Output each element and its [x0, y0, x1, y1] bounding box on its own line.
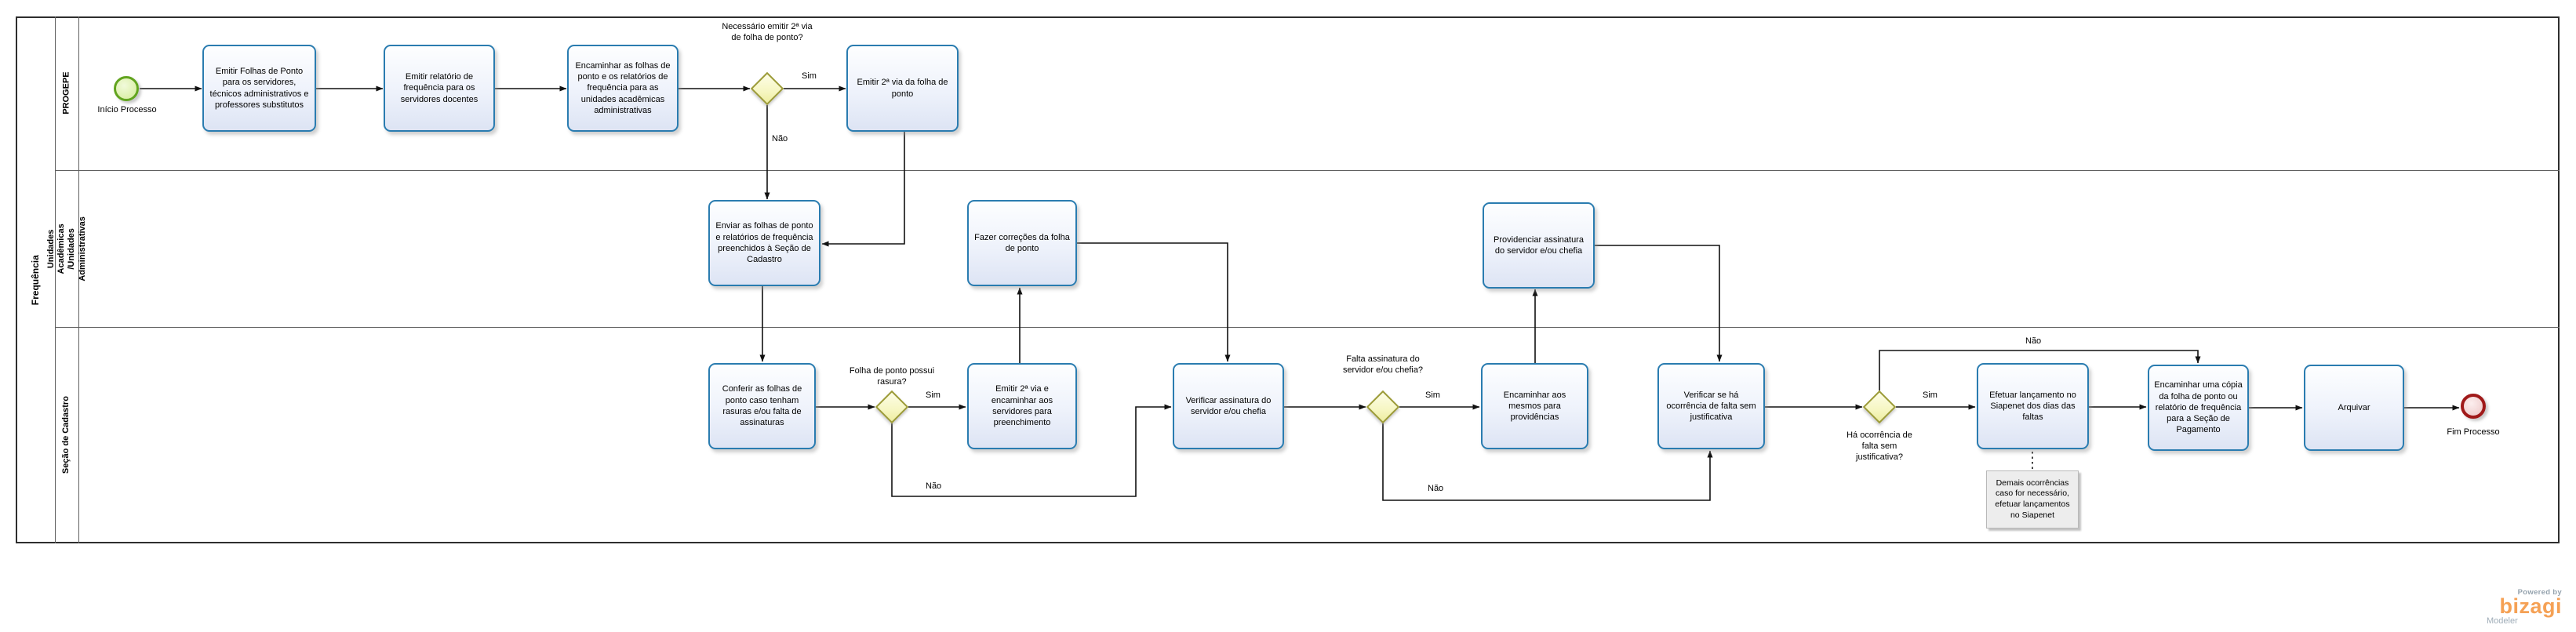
flow-label-nao: Não	[926, 481, 942, 491]
lane-divider-2	[55, 327, 2560, 328]
flow-label-sim: Sim	[926, 390, 941, 400]
bizagi-logo: bizagi	[2499, 594, 2562, 618]
flow-label-sim: Sim	[802, 71, 817, 81]
pool-frequencia	[16, 16, 2560, 543]
pool-label-separator	[55, 16, 56, 543]
lane-label-secao-cadastro: Seção de Cadastro	[61, 396, 71, 474]
bizagi-branding[interactable]: Powered by bizagi Modeler	[2485, 588, 2562, 626]
end-event-label: Fim Processo	[2447, 427, 2500, 437]
task-encaminhar-copia-pagamento[interactable]: Encaminhar uma cópia da folha de ponto o…	[2148, 365, 2249, 451]
task-fazer-correcoes[interactable]: Fazer correções da folha de ponto	[967, 200, 1077, 286]
task-label: Enviar as folhas de ponto e relatórios d…	[715, 221, 813, 265]
task-label: Emitir 2ª via e encaminhar aos servidore…	[991, 384, 1053, 428]
task-label: Fazer correções da folha de ponto	[974, 232, 1070, 253]
task-verificar-ocorrencia-falta[interactable]: Verificar se há ocorrência de falta sem …	[1657, 363, 1765, 449]
start-event[interactable]	[114, 76, 139, 101]
task-label: Verificar se há ocorrência de falta sem …	[1666, 390, 1756, 423]
annotation-text: Demais ocorrências caso for necessário, …	[1995, 478, 2070, 520]
task-label: Verificar assinatura do servidor e/ou ch…	[1185, 395, 1272, 416]
task-encaminhar-providencias[interactable]: Encaminhar aos mesmos para providências	[1481, 363, 1588, 449]
end-event[interactable]	[2461, 394, 2486, 419]
lane-header-unidades: Unidades Acadêmicas /Unidades Administra…	[46, 170, 87, 327]
modeler-text: Modeler	[2487, 616, 2518, 626]
gateway-label-ha-ocorrencia-falta: Há ocorrência de falta sem justificativa…	[1846, 430, 1912, 462]
task-label: Emitir Folhas de Ponto para os servidore…	[209, 66, 309, 110]
task-label: Encaminhar uma cópia da folha de ponto o…	[2154, 380, 2243, 435]
lane-divider-1	[55, 170, 2560, 171]
flow-label-sim: Sim	[1923, 390, 1937, 400]
gateway-label-possui-rasura: Folha de ponto possui rasura?	[849, 366, 935, 387]
task-label: Providenciar assinatura do servidor e/ou…	[1494, 234, 1584, 256]
flow-label-nao: Não	[1428, 484, 1444, 493]
task-conferir-folhas[interactable]: Conferir as folhas de ponto caso tenham …	[708, 363, 816, 449]
powered-by-text: Powered by	[2517, 588, 2562, 597]
flow-label-nao: Não	[772, 134, 788, 143]
text-annotation-demais-ocorrencias: Demais ocorrências caso for necessário, …	[1986, 470, 2079, 528]
start-event-label: Início Processo	[97, 105, 157, 114]
task-providenciar-assinatura[interactable]: Providenciar assinatura do servidor e/ou…	[1483, 202, 1595, 289]
lane-label-progepe: PROGEPE	[61, 71, 71, 115]
task-emitir-2via-encaminhar[interactable]: Emitir 2ª via e encaminhar aos servidore…	[967, 363, 1077, 449]
flow-label-sim: Sim	[1425, 390, 1440, 400]
task-label: Emitir relatório de frequência para os s…	[400, 72, 478, 104]
task-verificar-assinatura[interactable]: Verificar assinatura do servidor e/ou ch…	[1173, 363, 1284, 449]
task-label: Arquivar	[2338, 402, 2370, 412]
task-encaminhar-folhas-unidades[interactable]: Encaminhar as folhas de ponto e os relat…	[567, 45, 679, 132]
gateway-label-necessario-2via: Necessário emitir 2ª via de folha de pon…	[722, 22, 813, 42]
lane-label-unidades: Unidades Acadêmicas /Unidades Administra…	[45, 216, 87, 281]
task-label: Emitir 2ª via da folha de ponto	[857, 78, 948, 99]
task-enviar-folhas-secao-cadastro[interactable]: Enviar as folhas de ponto e relatórios d…	[708, 200, 820, 286]
lane-header-secao-cadastro: Seção de Cadastro	[55, 327, 78, 543]
task-emitir-relatorio-frequencia[interactable]: Emitir relatório de frequência para os s…	[384, 45, 495, 132]
gateway-label-falta-assinatura: Falta assinatura do servidor e/ou chefia…	[1342, 354, 1424, 375]
task-label: Efetuar lançamento no Siapenet dos dias …	[1989, 390, 2076, 423]
task-label: Encaminhar as folhas de ponto e os relat…	[575, 60, 671, 115]
task-label: Conferir as folhas de ponto caso tenham …	[722, 384, 802, 428]
pool-label: Frequência	[29, 254, 41, 306]
task-emitir-folhas-de-ponto[interactable]: Emitir Folhas de Ponto para os servidore…	[202, 45, 316, 132]
flow-label-nao: Não	[2025, 336, 2042, 346]
lane-label-separator	[78, 16, 79, 543]
task-label: Encaminhar aos mesmos para providências	[1503, 390, 1566, 423]
task-efetuar-lancamento-siapenet[interactable]: Efetuar lançamento no Siapenet dos dias …	[1977, 363, 2089, 449]
task-emitir-2via-folha[interactable]: Emitir 2ª via da folha de ponto	[846, 45, 959, 132]
lane-header-progepe: PROGEPE	[55, 16, 78, 170]
task-arquivar[interactable]: Arquivar	[2304, 365, 2404, 451]
